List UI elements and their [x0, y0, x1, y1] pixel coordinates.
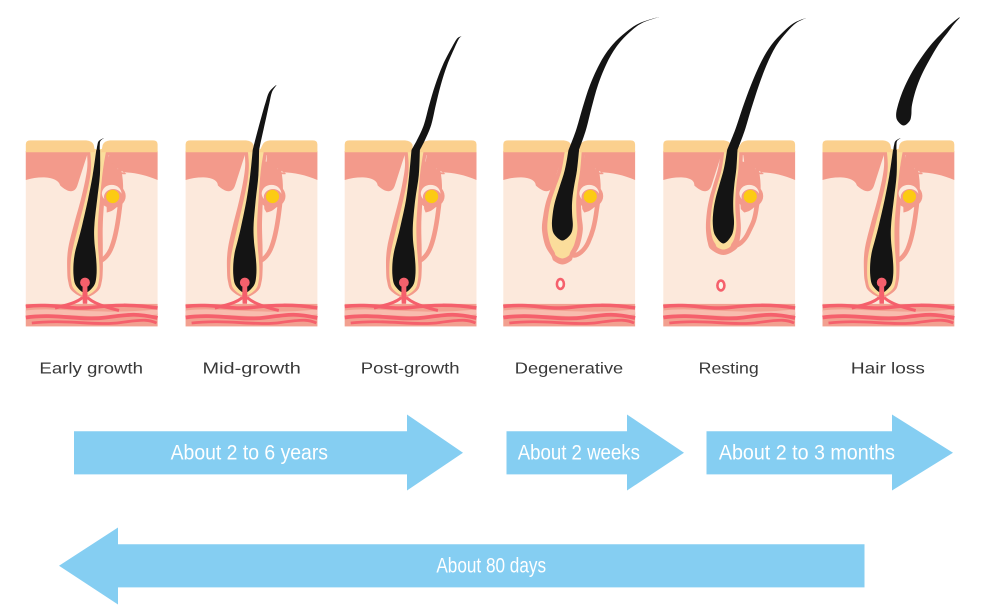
svg-text:About 80 days: About 80 days [436, 554, 546, 578]
svg-text:Resting: Resting [699, 361, 759, 378]
svg-text:Hair loss: Hair loss [851, 361, 925, 378]
svg-text:About 2 weeks: About 2 weeks [518, 441, 640, 465]
svg-text:Early growth: Early growth [39, 361, 143, 378]
svg-text:Degenerative: Degenerative [515, 361, 623, 378]
svg-text:Mid-growth: Mid-growth [203, 361, 301, 378]
svg-text:Post-growth: Post-growth [361, 361, 460, 378]
svg-text:About 2 to 6 years: About 2 to 6 years [171, 441, 328, 465]
svg-text:About 2 to 3 months: About 2 to 3 months [719, 441, 895, 465]
